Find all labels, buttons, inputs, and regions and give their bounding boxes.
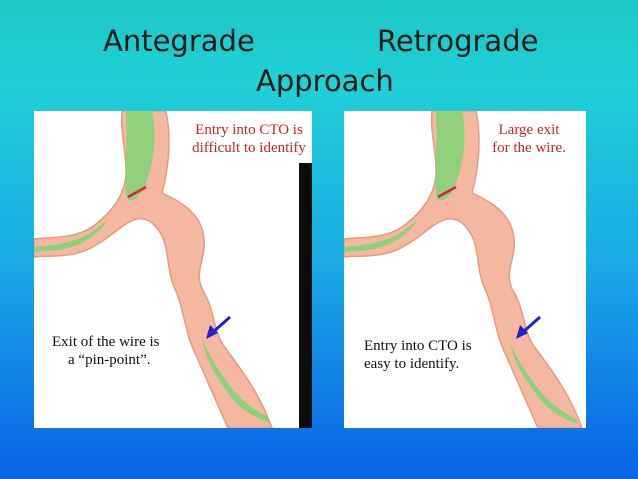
- title-retrograde: Retrograde: [377, 24, 539, 58]
- retrograde-bottom-label-line2: easy to identify.: [364, 356, 460, 372]
- plaque-upper: [125, 111, 155, 201]
- antegrade-bottom-label-line2: a “pin-point”.: [68, 352, 151, 368]
- antegrade-vessel-diagram: [34, 111, 273, 428]
- antegrade-bottom-label: Exit of the wire is a “pin-point”.: [52, 333, 212, 369]
- plaque-upper: [435, 111, 465, 201]
- plaque-branch: [34, 219, 108, 252]
- title-approach: Approach: [256, 64, 394, 98]
- title-antegrade: Antegrade: [103, 24, 255, 58]
- antegrade-panel: Entry into CTO is difficult to identify …: [34, 111, 312, 428]
- cto-entry-marker: [127, 185, 147, 199]
- retrograde-bottom-label-line1: Entry into CTO is: [364, 338, 472, 354]
- retrograde-top-label-line2: for the wire.: [492, 140, 566, 156]
- plaque-branch: [344, 219, 418, 252]
- vessel-shape: [34, 111, 273, 428]
- arrow-head: [206, 325, 218, 339]
- antegrade-top-label: Entry into CTO is difficult to identify: [184, 121, 312, 157]
- vessel-shape: [344, 111, 583, 428]
- retrograde-bottom-label: Entry into CTO is easy to identify.: [364, 337, 514, 373]
- retrograde-panel: Large exit for the wire. Entry into CTO …: [344, 111, 586, 428]
- antegrade-bottom-label-line1: Exit of the wire is: [52, 334, 160, 350]
- retrograde-top-label: Large exit for the wire.: [474, 121, 584, 157]
- antegrade-top-label-line1: Entry into CTO is: [195, 122, 303, 138]
- retrograde-vessel-diagram: [344, 111, 583, 428]
- slide-title: Antegrade Retrograde Approach: [0, 24, 638, 124]
- exit-marker: [437, 185, 457, 199]
- arrow-head: [516, 325, 528, 339]
- retrograde-top-label-line1: Large exit: [498, 122, 560, 138]
- plaque-lower: [202, 339, 270, 423]
- dark-background-strip: [299, 163, 312, 428]
- antegrade-top-label-line2: difficult to identify: [192, 140, 306, 156]
